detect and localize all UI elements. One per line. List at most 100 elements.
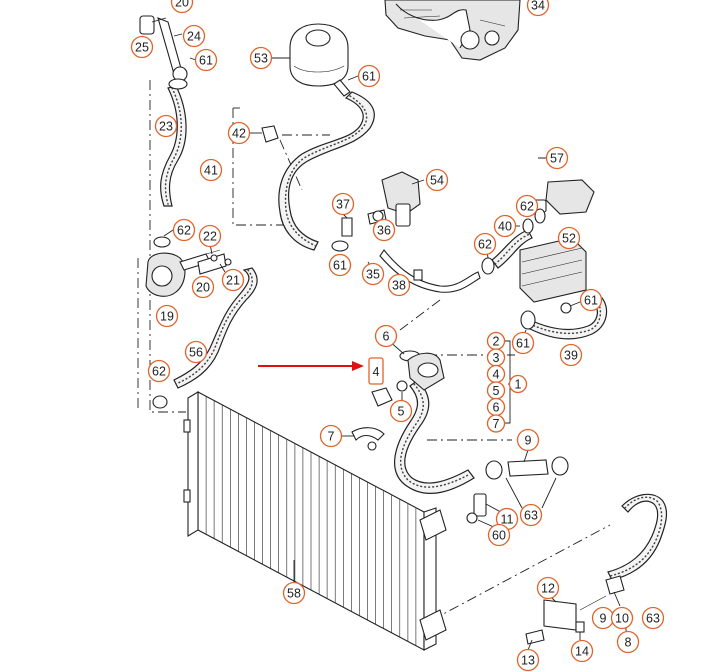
callout-number: 10 — [615, 612, 629, 626]
callout-number: 13 — [521, 654, 535, 668]
callout-8[interactable]: 8 — [616, 630, 640, 654]
group-item-7[interactable]: 7 — [486, 414, 506, 433]
callout-5[interactable]: 5 — [389, 399, 413, 423]
callout-number: 62 — [177, 224, 191, 238]
callout-circle — [557, 226, 581, 250]
callout-circle — [331, 192, 355, 216]
group-item-4[interactable]: 4 — [486, 364, 506, 384]
callout-57[interactable]: 57 — [545, 146, 569, 170]
callout-number: 5 — [493, 384, 500, 398]
highlight-arrow — [258, 361, 364, 371]
callout-13[interactable]: 13 — [516, 648, 540, 672]
group-item-2[interactable]: 2 — [486, 331, 506, 351]
callout-20[interactable]: 20 — [170, 0, 194, 14]
callout-40[interactable]: 40 — [493, 214, 517, 238]
engine-block-34 — [384, 0, 521, 61]
highlighted-part-label[interactable]: 4 — [368, 357, 384, 385]
callout-circle — [570, 639, 594, 663]
callout-6[interactable]: 6 — [374, 324, 398, 348]
callout-38[interactable]: 38 — [387, 273, 411, 297]
callout-35[interactable]: 35 — [361, 262, 385, 286]
callout-62[interactable]: 62 — [172, 218, 196, 242]
group-total-1[interactable]: 1 — [508, 374, 528, 394]
small-parts — [139, 15, 625, 645]
callout-number: 35 — [366, 268, 380, 282]
callout-62[interactable]: 62 — [473, 232, 497, 256]
callout-14[interactable]: 14 — [570, 639, 594, 663]
callout-number: 57 — [550, 152, 564, 166]
callout-58[interactable]: 58 — [282, 581, 306, 605]
callout-number: 36 — [377, 224, 391, 238]
callout-number: 9 — [600, 612, 607, 626]
hoses — [160, 85, 668, 581]
callout-61[interactable]: 61 — [511, 331, 535, 355]
callout-62[interactable]: 62 — [147, 359, 171, 383]
callout-53[interactable]: 53 — [249, 46, 273, 70]
callout-number: 62 — [520, 200, 534, 214]
callout-60[interactable]: 60 — [487, 523, 511, 547]
callout-25[interactable]: 25 — [130, 35, 154, 59]
callout-number: 58 — [287, 587, 301, 601]
callout-61[interactable]: 61 — [357, 64, 381, 88]
callout-number: 9 — [525, 434, 532, 448]
callout-circle — [487, 523, 511, 547]
callout-circle — [526, 0, 550, 17]
callout-circle — [508, 374, 528, 394]
callout-number: 41 — [204, 164, 218, 178]
callout-52[interactable]: 52 — [557, 226, 581, 250]
callout-number: 20 — [196, 281, 210, 295]
callout-number: 4 — [493, 368, 500, 382]
callout-circle — [515, 194, 539, 218]
callout-24[interactable]: 24 — [182, 24, 206, 48]
callout-23[interactable]: 23 — [154, 114, 178, 138]
callout-number: 2 — [493, 335, 500, 349]
callout-circle — [545, 146, 569, 170]
callout-36[interactable]: 36 — [372, 218, 396, 242]
callout-number: 61 — [333, 259, 347, 273]
callout-circle — [147, 359, 171, 383]
callout-34[interactable]: 34 — [526, 0, 550, 17]
callout-42[interactable]: 42 — [227, 121, 251, 145]
callout-number: 21 — [226, 274, 240, 288]
callout-56[interactable]: 56 — [184, 340, 208, 364]
group-item-5[interactable]: 5 — [486, 381, 506, 400]
callout-number: 25 — [135, 41, 149, 55]
callout-9[interactable]: 9 — [591, 606, 615, 630]
callout-7[interactable]: 7 — [319, 424, 343, 448]
callout-63[interactable]: 63 — [519, 503, 543, 527]
callout-12[interactable]: 12 — [536, 576, 560, 600]
callout-number: 39 — [564, 349, 578, 363]
callout-62[interactable]: 62 — [515, 194, 539, 218]
callout-39[interactable]: 39 — [559, 343, 583, 367]
group-item-6[interactable]: 6 — [486, 397, 506, 417]
callout-19[interactable]: 19 — [155, 304, 179, 328]
callout-number: 1 — [515, 378, 522, 392]
callout-number: 20 — [175, 0, 189, 10]
callout-54[interactable]: 54 — [425, 168, 449, 192]
callout-circle — [536, 576, 560, 600]
callout-circle — [155, 304, 179, 328]
callout-number: 62 — [152, 365, 166, 379]
callout-circle — [559, 343, 583, 367]
expansion-tank-53 — [289, 23, 351, 97]
callout-61[interactable]: 61 — [579, 288, 603, 312]
callout-20[interactable]: 20 — [191, 275, 215, 299]
callout-number: 7 — [328, 430, 335, 444]
callout-22[interactable]: 22 — [198, 224, 222, 248]
callout-61[interactable]: 61 — [194, 48, 218, 72]
callout-37[interactable]: 37 — [331, 192, 355, 216]
callout-41[interactable]: 41 — [199, 158, 223, 182]
callout-number: 24 — [187, 30, 201, 44]
callout-63[interactable]: 63 — [641, 606, 665, 630]
highlighted-part-number: 4 — [373, 365, 380, 379]
callout-number: 63 — [646, 612, 660, 626]
callout-61[interactable]: 61 — [328, 253, 352, 277]
callout-circle — [387, 273, 411, 297]
callout-10[interactable]: 10 — [610, 606, 634, 630]
callout-number: 56 — [189, 346, 203, 360]
callout-number: 3 — [493, 351, 500, 365]
callout-21[interactable]: 21 — [221, 268, 245, 292]
callout-circle — [172, 218, 196, 242]
group-item-3[interactable]: 3 — [486, 348, 506, 367]
callout-9[interactable]: 9 — [516, 428, 540, 452]
